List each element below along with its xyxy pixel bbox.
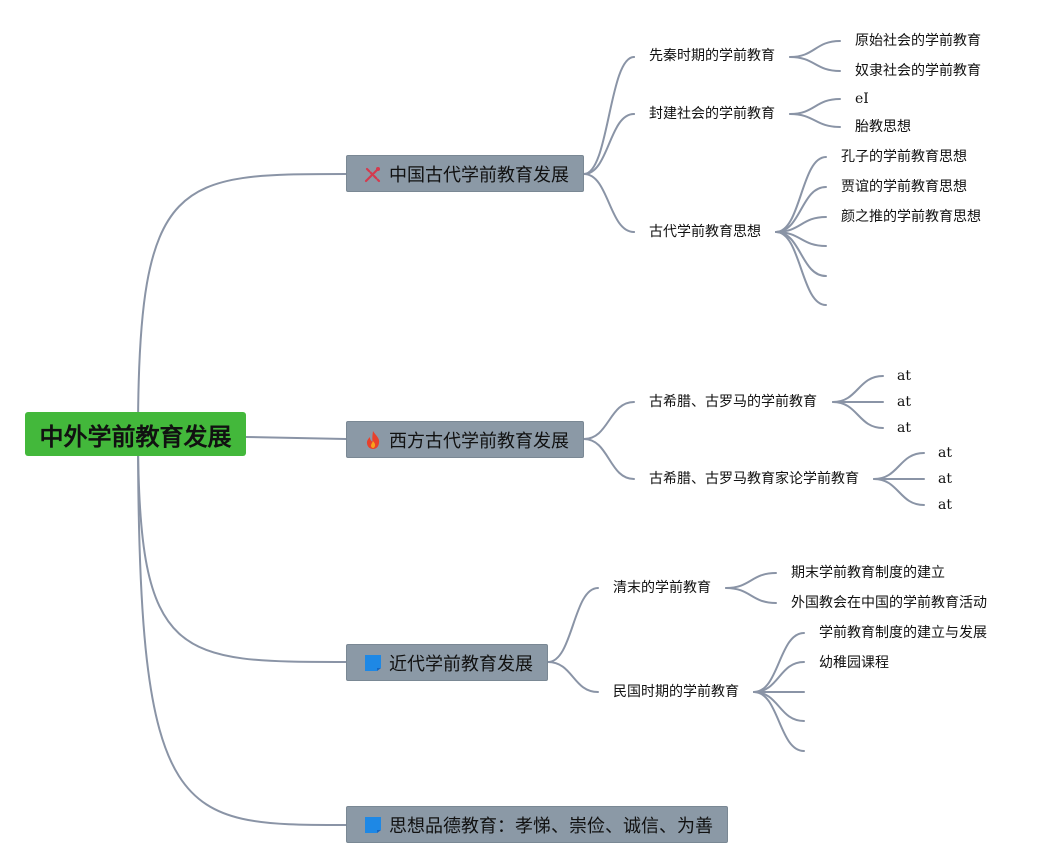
branch-label: 西方古代学前教育发展	[389, 430, 569, 452]
root-label: 中外学前教育发展	[39, 422, 232, 451]
leaf-connector	[753, 661, 805, 693]
leaf-topic[interactable]: 胎教思想	[855, 119, 911, 135]
leaf-connector	[832, 401, 884, 429]
subtopic[interactable]: 民国时期的学前教育	[613, 684, 739, 700]
leaf-topic[interactable]: 贾谊的学前教育思想	[841, 179, 967, 195]
leaf-topic[interactable]: 期末学前教育制度的建立	[791, 565, 945, 581]
root-connector	[137, 433, 347, 663]
subtopic[interactable]: 封建社会的学前教育	[649, 106, 775, 122]
leaf-topic[interactable]: at	[938, 471, 952, 487]
leaf-connector	[725, 587, 777, 604]
branch-china-ancient[interactable]: 中国古代学前教育发展	[346, 155, 584, 192]
leaf-connector	[873, 478, 925, 506]
subtopic[interactable]: 古希腊、古罗马的学前教育	[649, 394, 817, 410]
leaf-topic[interactable]: 学前教育制度的建立与发展	[819, 625, 987, 641]
leaf-topic[interactable]: at	[897, 368, 911, 384]
root-connector	[245, 436, 347, 440]
subtopic[interactable]: 先秦时期的学前教育	[649, 48, 775, 64]
branch-label: 近代学前教育发展	[389, 653, 533, 675]
branch-moral-education[interactable]: 思想品德教育：孝悌、崇俭、诚信、为善	[346, 806, 728, 843]
leaf-connector	[725, 572, 777, 589]
leaf-connector	[789, 56, 841, 72]
branch-connector	[583, 173, 635, 233]
leaf-topic[interactable]: 颜之推的学前教育思想	[841, 209, 981, 225]
leaf-connector	[753, 691, 805, 722]
leaf-connector	[873, 452, 925, 480]
tools-icon	[363, 164, 383, 184]
leaf-connector	[789, 98, 841, 115]
leaf-topic[interactable]: 原始社会的学前教育	[855, 33, 981, 49]
leaf-connector	[775, 231, 827, 306]
leaf-connector	[753, 691, 805, 752]
branch-label: 思想品德教育：孝悌、崇俭、诚信、为善	[389, 815, 713, 837]
leaf-connector	[789, 40, 841, 58]
leaf-topic[interactable]: eI	[855, 91, 869, 107]
root-connector	[137, 173, 347, 435]
branch-connector	[583, 56, 635, 175]
fire-icon	[363, 430, 383, 450]
subtopic[interactable]: 清末的学前教育	[613, 580, 711, 596]
leaf-connector	[789, 113, 841, 128]
branch-label: 中国古代学前教育发展	[389, 164, 569, 186]
branch-modern[interactable]: 近代学前教育发展	[346, 644, 548, 681]
leaf-topic[interactable]: at	[897, 420, 911, 436]
leaf-connector	[775, 156, 827, 233]
leaf-topic[interactable]: 幼稚园课程	[819, 655, 889, 671]
leaf-topic[interactable]: 孔子的学前教育思想	[841, 149, 967, 165]
leaf-topic[interactable]: at	[938, 497, 952, 513]
branch-connector	[583, 401, 635, 440]
branch-connector	[547, 661, 599, 693]
root-node[interactable]: 中外学前教育发展	[25, 412, 246, 456]
leaf-topic[interactable]: at	[938, 445, 952, 461]
leaf-topic[interactable]: 外国教会在中国的学前教育活动	[791, 595, 987, 611]
branch-connector	[583, 113, 635, 175]
flag-icon	[363, 653, 383, 673]
leaf-connector	[832, 375, 884, 403]
branch-connector	[547, 587, 599, 663]
leaf-connector	[753, 632, 805, 693]
flag-icon	[363, 815, 383, 835]
leaf-topic[interactable]: at	[897, 394, 911, 410]
leaf-topic[interactable]: 奴隶社会的学前教育	[855, 63, 981, 79]
subtopic[interactable]: 古代学前教育思想	[649, 224, 761, 240]
branch-connector	[583, 438, 635, 480]
branch-west-ancient[interactable]: 西方古代学前教育发展	[346, 421, 584, 458]
subtopic[interactable]: 古希腊、古罗马教育家论学前教育	[649, 471, 859, 487]
root-connector	[137, 433, 347, 826]
